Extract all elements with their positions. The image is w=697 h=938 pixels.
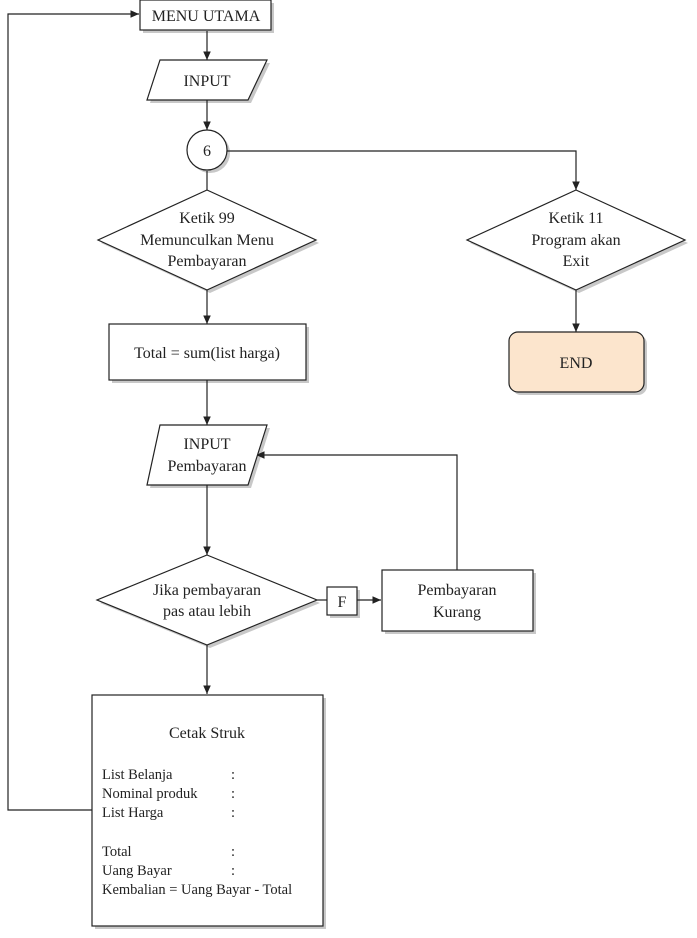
edge-kurang-to-input-pembayaran <box>256 451 458 570</box>
input-pembayaran-line-2: Pembayaran <box>167 458 246 475</box>
struk-label-nominal-produk: Nominal produk <box>102 786 198 802</box>
end-node: END <box>508 331 645 393</box>
jika-line-2: pas atau lebih <box>163 603 251 620</box>
ketik11-line-3: Exit <box>563 253 590 270</box>
struk-sep-list-belanja: : <box>231 767 235 783</box>
pembayaran-kurang-process: Pembayaran Kurang <box>381 569 534 632</box>
struk-label-list-harga: List Harga <box>102 805 164 821</box>
cetak-struk-node: Cetak Struk List Belanja : Nominal produ… <box>91 694 324 927</box>
struk-label-kembalian: Kembalian = Uang Bayar - Total <box>102 882 292 898</box>
false-label-box: F <box>326 586 358 616</box>
kurang-line-1: Pembayaran <box>417 582 496 599</box>
input-pembayaran-node: INPUT Pembayaran <box>146 424 268 486</box>
struk-sep-nominal-produk: : <box>231 786 235 802</box>
edges <box>7 10 580 811</box>
ketik99-line-1: Ketik 99 <box>179 210 235 227</box>
input-label: INPUT <box>183 73 230 90</box>
struk-label-total: Total <box>102 844 132 860</box>
ketik11-line-2: Program akan <box>531 232 620 249</box>
ketik99-decision: Ketik 99 Memunculkan Menu Pembayaran <box>96 189 318 291</box>
ketik99-line-3: Pembayaran <box>167 253 246 270</box>
total-process: Total = sum(list harga) <box>108 323 307 381</box>
ketik99-line-2: Memunculkan Menu <box>140 232 274 249</box>
cetak-struk-title: Cetak Struk <box>169 725 245 742</box>
input-pembayaran-line-1: INPUT <box>183 436 230 453</box>
jika-decision: Jika pembayaran pas atau lebih <box>95 554 319 646</box>
struk-sep-list-harga: : <box>231 805 235 821</box>
edge-cetak-loop-to-menu <box>7 10 139 811</box>
false-label: F <box>338 594 347 611</box>
struk-sep-uang-bayar: : <box>231 863 235 879</box>
connector-label: 6 <box>203 143 211 160</box>
ketik11-decision: Ketik 11 Program akan Exit <box>465 189 687 291</box>
menu-utama-label: MENU UTAMA <box>152 8 261 25</box>
struk-label-list-belanja: List Belanja <box>102 767 173 783</box>
input-node: INPUT <box>146 59 268 101</box>
connector-node: 6 <box>186 129 228 171</box>
edge-connector-to-ketik11 <box>227 150 580 190</box>
ketik11-line-1: Ketik 11 <box>549 210 604 227</box>
menu-utama-node: MENU UTAMA <box>139 0 272 31</box>
total-label: Total = sum(list harga) <box>134 345 280 362</box>
kurang-line-2: Kurang <box>433 604 481 621</box>
struk-label-uang-bayar: Uang Bayar <box>102 863 172 879</box>
end-label: END <box>560 355 593 372</box>
jika-line-1: Jika pembayaran <box>153 582 261 599</box>
struk-sep-total: : <box>231 844 235 860</box>
